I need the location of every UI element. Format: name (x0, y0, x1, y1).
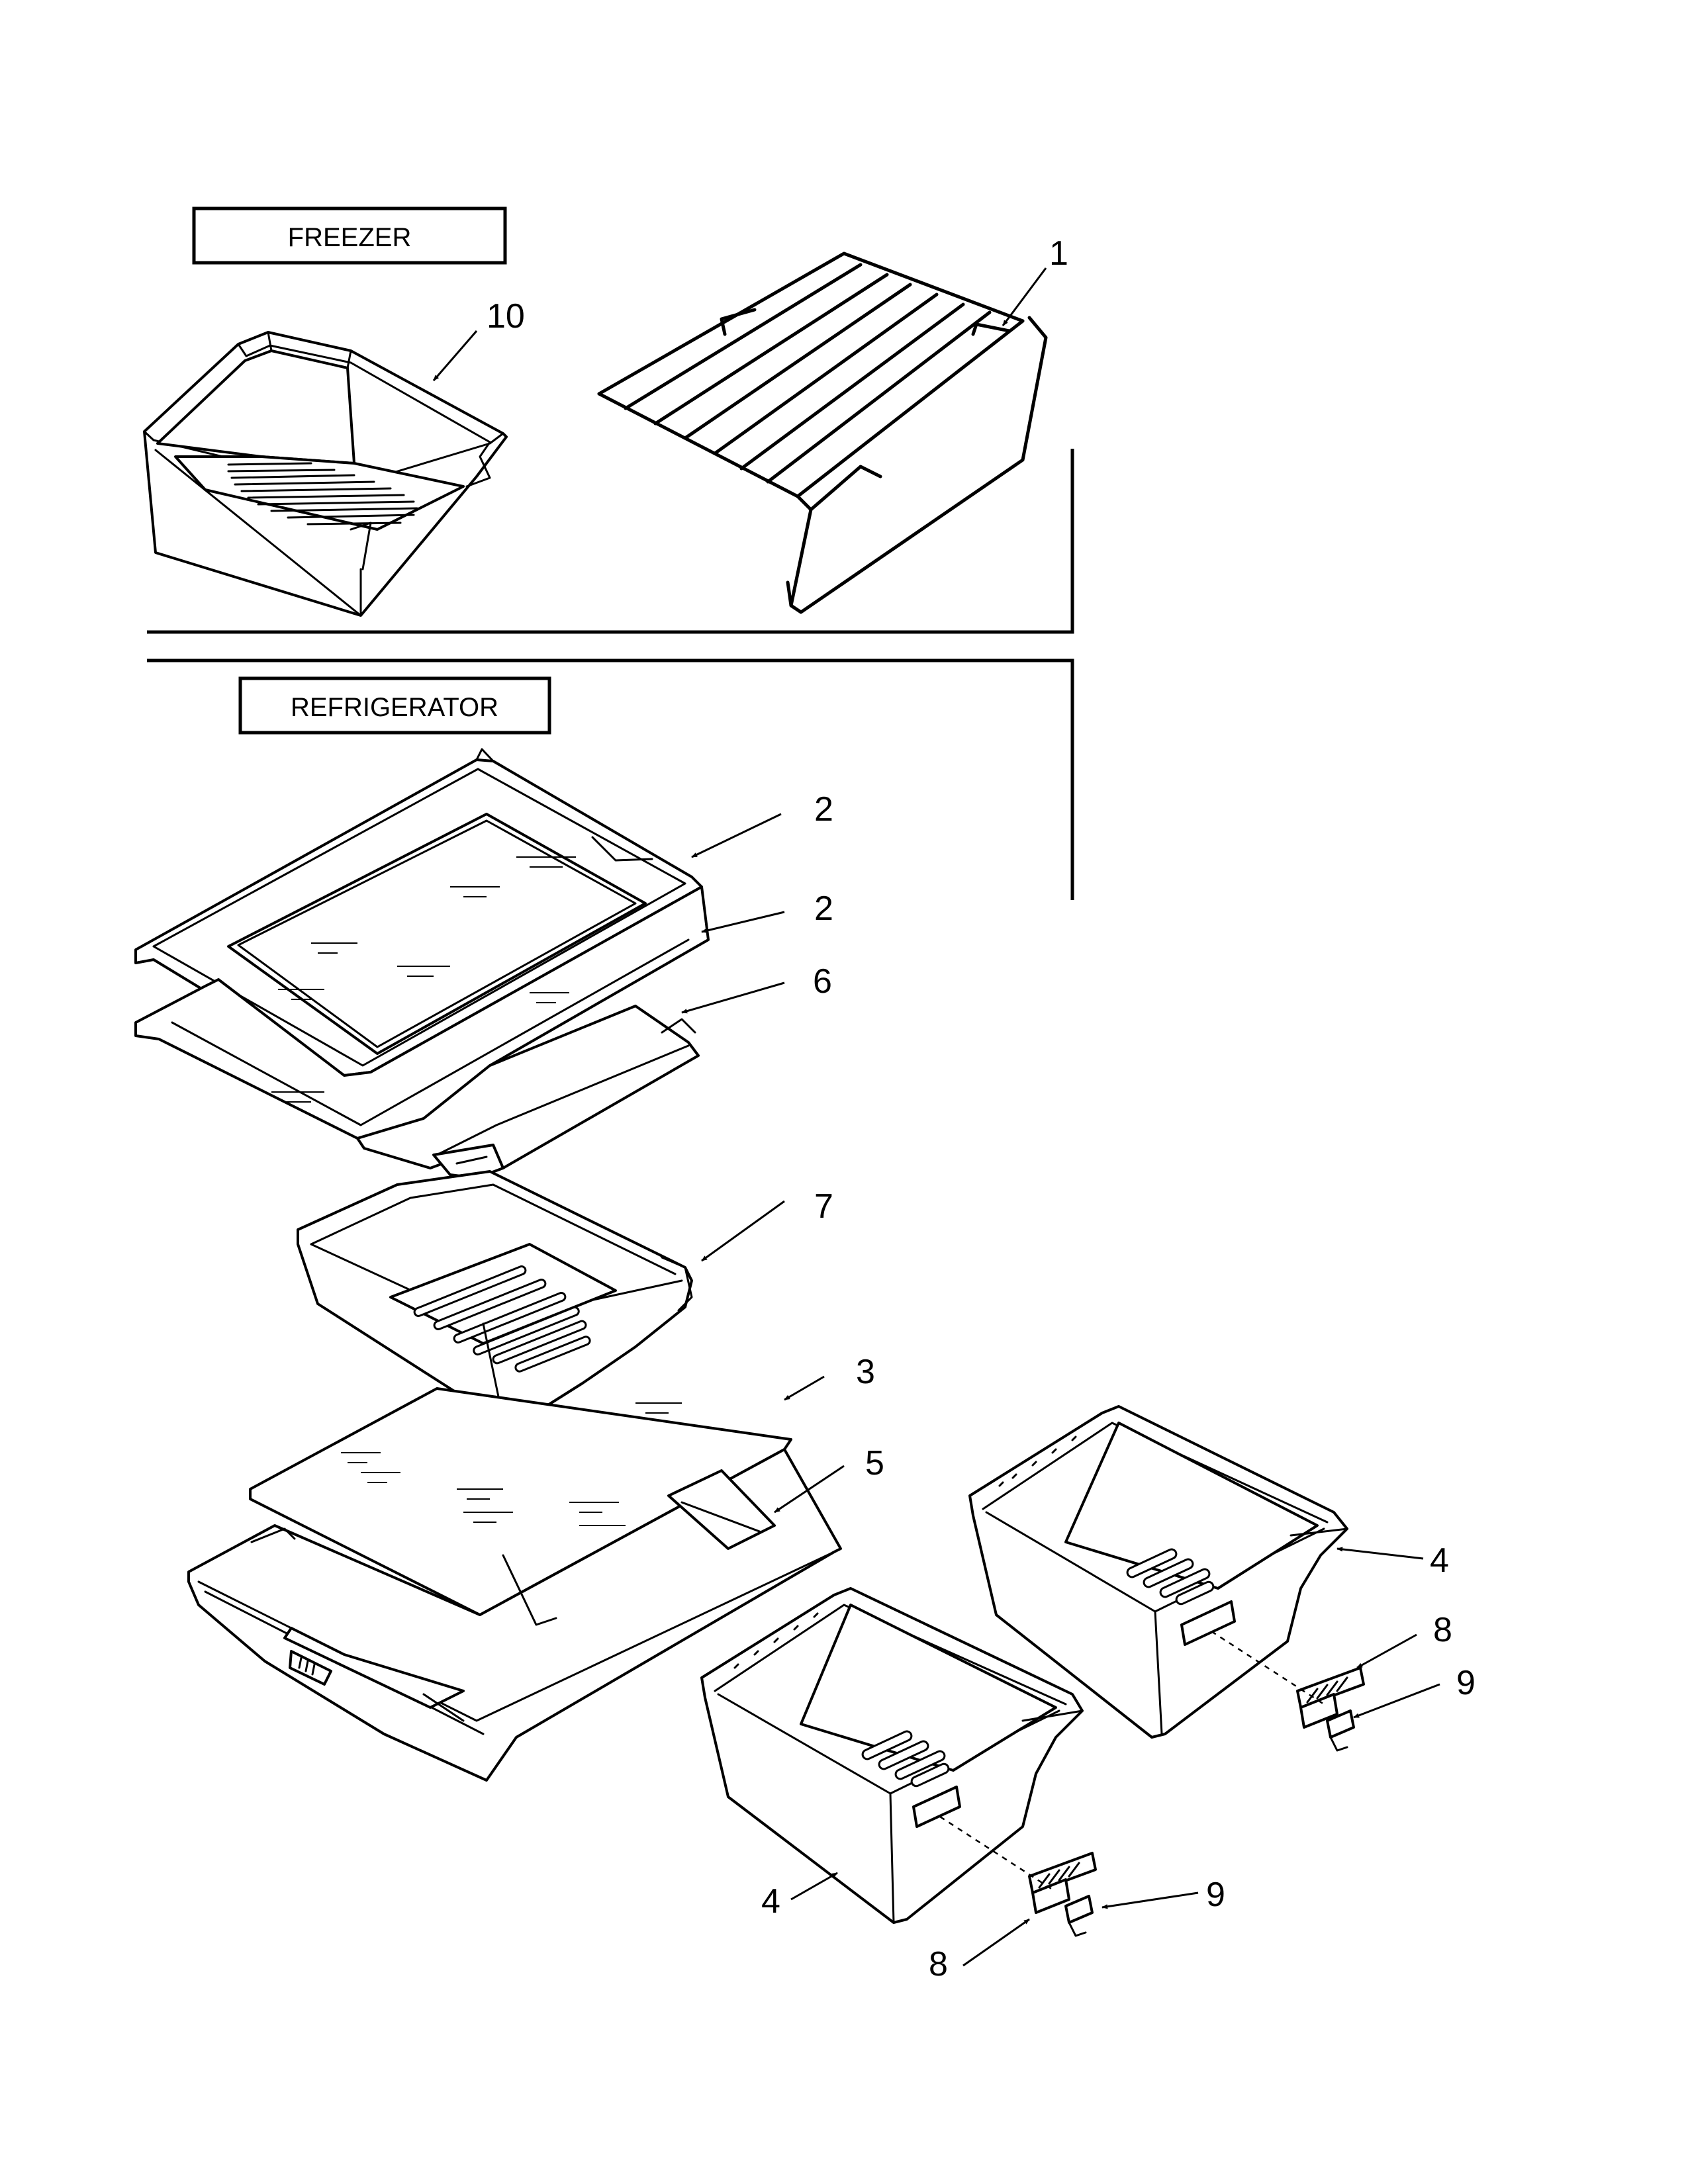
refrigerator-section-label: REFRIGERATOR (238, 676, 551, 735)
meat-pan (297, 1170, 693, 1434)
callout-8-right: 8 (1433, 1611, 1452, 1649)
leader-2a (691, 813, 782, 858)
shelf-frame (356, 1005, 700, 1179)
leader-9b (1102, 1891, 1199, 1909)
leader-lines (432, 267, 1440, 1967)
refrigerator-label-text: REFRIGERATOR (291, 693, 498, 722)
callout-4-left: 4 (761, 1882, 780, 1921)
leader-8b (962, 1918, 1030, 1967)
frame-vent-marks (298, 1657, 316, 1676)
callout-1: 1 (1049, 234, 1068, 273)
glass-shelf-lower (134, 886, 710, 1140)
callout-2-lower: 2 (814, 889, 833, 928)
crisper-cover-frame (187, 1448, 842, 1782)
left-slide-alignment-line (939, 1815, 1053, 1891)
callout-9-right: 9 (1456, 1664, 1476, 1702)
left-drawer-rim-marks (733, 1612, 819, 1669)
leader-1 (1002, 267, 1047, 326)
right-slide-alignment-line (1211, 1630, 1325, 1706)
leader-9a (1353, 1683, 1440, 1719)
meat-pan-floor-ribs (413, 1265, 591, 1373)
wire-shelf-rods (624, 263, 992, 484)
freezer-basket-floor-ribs (227, 462, 418, 525)
callout-3: 3 (856, 1353, 875, 1391)
left-slide-hatch (1038, 1862, 1080, 1889)
slide-clip-right (1326, 1709, 1355, 1752)
leader-4b (790, 1872, 838, 1901)
callout-2-upper: 2 (814, 790, 833, 829)
callout-labels: 10 1 2 2 6 7 3 5 4 8 9 4 8 9 (487, 234, 1476, 1983)
leader-10 (432, 330, 478, 381)
humidity-slide-right (1296, 1666, 1365, 1729)
leader-8a (1356, 1633, 1417, 1669)
slide-clip-left (1064, 1895, 1094, 1937)
lower-shelf-glare (271, 992, 569, 1103)
left-drawer-floor-ribs (861, 1730, 950, 1788)
leader-2b (701, 911, 785, 933)
callout-4-right: 4 (1430, 1541, 1449, 1580)
right-drawer-rim-marks (998, 1435, 1077, 1487)
section-divider (147, 449, 1074, 900)
leader-4a (1336, 1547, 1424, 1560)
callout-7: 7 (814, 1187, 833, 1226)
leader-3 (784, 1375, 825, 1401)
callout-10: 10 (487, 297, 525, 336)
leader-6 (681, 981, 785, 1014)
callout-6: 6 (813, 962, 832, 1001)
crisper-drawer-left (700, 1587, 1084, 1924)
crisper-drawer-right (968, 1405, 1348, 1739)
right-slide-hatch (1306, 1676, 1348, 1704)
callout-5: 5 (865, 1444, 884, 1482)
freezer-label-text: FREEZER (288, 223, 412, 252)
callout-8-left: 8 (929, 1945, 948, 1983)
glass-glare-marks (278, 856, 576, 1000)
callout-9-left: 9 (1206, 1876, 1225, 1914)
wire-shelf (597, 251, 1048, 614)
leader-7 (701, 1200, 785, 1262)
freezer-section-label: FREEZER (192, 206, 507, 265)
humidity-slide-left (1028, 1852, 1097, 1914)
right-drawer-floor-ribs (1126, 1548, 1215, 1606)
cover-glass-glare (341, 1402, 682, 1526)
leader-5 (774, 1465, 845, 1514)
freezer-basket (143, 331, 508, 617)
